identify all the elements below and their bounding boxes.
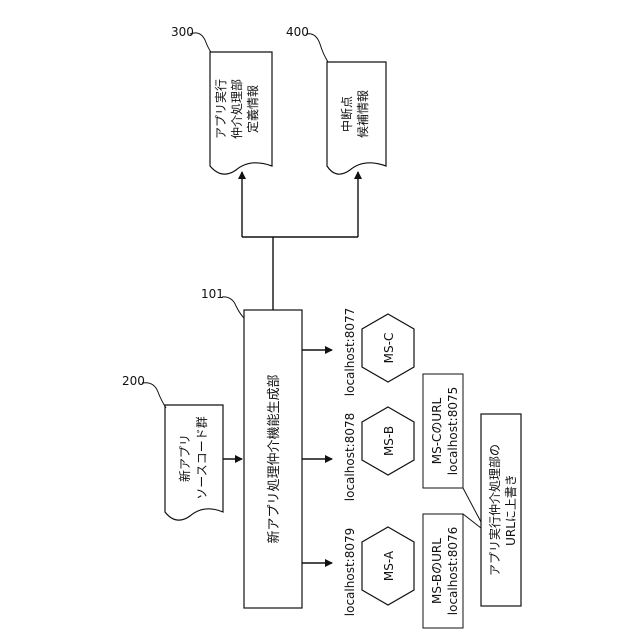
svg-text:MS-A: MS-A xyxy=(382,550,396,581)
svg-text:新アプリ処理仲介機能生成部: 新アプリ処理仲介機能生成部 xyxy=(266,374,282,543)
svg-text:localhost:8079: localhost:8079 xyxy=(343,528,357,616)
ref-400: 400 xyxy=(286,25,309,39)
msc-url-title: MS-CのURL xyxy=(430,397,444,464)
msc-url-value: localhost:8075 xyxy=(446,387,460,475)
definition-info-text-1: アプリ実行 xyxy=(213,79,228,139)
url-to-overwrite-connector xyxy=(463,488,481,528)
svg-text:localhost:8077: localhost:8077 xyxy=(343,308,357,396)
svg-text:ソースコード群: ソースコード群 xyxy=(195,416,209,499)
ref-200: 200 xyxy=(122,374,145,388)
svg-text:MS-C: MS-C xyxy=(382,333,396,364)
msc-label: MS-C xyxy=(382,333,396,364)
svg-text:アプリ実行: アプリ実行 xyxy=(213,79,228,139)
overwrite-text-1: アプリ実行仲介処理部の xyxy=(487,444,502,576)
svg-text:localhost:8078: localhost:8078 xyxy=(343,413,357,501)
source-code-text-1: 新アプリ xyxy=(177,434,192,482)
msa-label: MS-A xyxy=(382,550,396,581)
svg-text:候補情報: 候補情報 xyxy=(356,90,370,138)
overwrite-text-2: URLに上書き xyxy=(504,474,518,546)
svg-text:定義情報: 定義情報 xyxy=(245,85,260,133)
ref-300: 300 xyxy=(171,25,194,39)
svg-text:localhost:8076: localhost:8076 xyxy=(446,527,460,615)
generator-to-documents-connector xyxy=(242,172,358,310)
definition-info-text-3: 定義情報 xyxy=(245,85,260,133)
svg-text:中断点: 中断点 xyxy=(339,96,354,132)
svg-text:アプリ実行仲介処理部の: アプリ実行仲介処理部の xyxy=(487,444,502,576)
svg-text:仲介処理部: 仲介処理部 xyxy=(229,79,244,139)
ref-101: 101 xyxy=(201,287,224,301)
svg-text:新アプリ: 新アプリ xyxy=(177,434,192,482)
host-8079-label: localhost:8079 xyxy=(343,528,357,616)
svg-text:localhost:8075: localhost:8075 xyxy=(446,387,460,475)
definition-info-text-2: 仲介処理部 xyxy=(229,79,244,139)
breakpoint-info-text-1: 中断点 xyxy=(339,96,354,132)
source-code-document xyxy=(165,405,223,520)
svg-text:URLに上書き: URLに上書き xyxy=(504,474,518,546)
breakpoint-info-text-2: 候補情報 xyxy=(356,90,370,138)
host-8077-label: localhost:8077 xyxy=(343,308,357,396)
source-code-text-2: ソースコード群 xyxy=(195,416,209,499)
msb-label: MS-B xyxy=(382,426,396,456)
msb-url-value: localhost:8076 xyxy=(446,527,460,615)
svg-text:MS-B: MS-B xyxy=(382,426,396,456)
svg-text:MS-BのURL: MS-BのURL xyxy=(430,538,444,604)
generator-label: 新アプリ処理仲介機能生成部 xyxy=(266,374,282,543)
msb-url-title: MS-BのURL xyxy=(430,538,444,604)
svg-text:MS-CのURL: MS-CのURL xyxy=(430,397,444,464)
host-8078-label: localhost:8078 xyxy=(343,413,357,501)
